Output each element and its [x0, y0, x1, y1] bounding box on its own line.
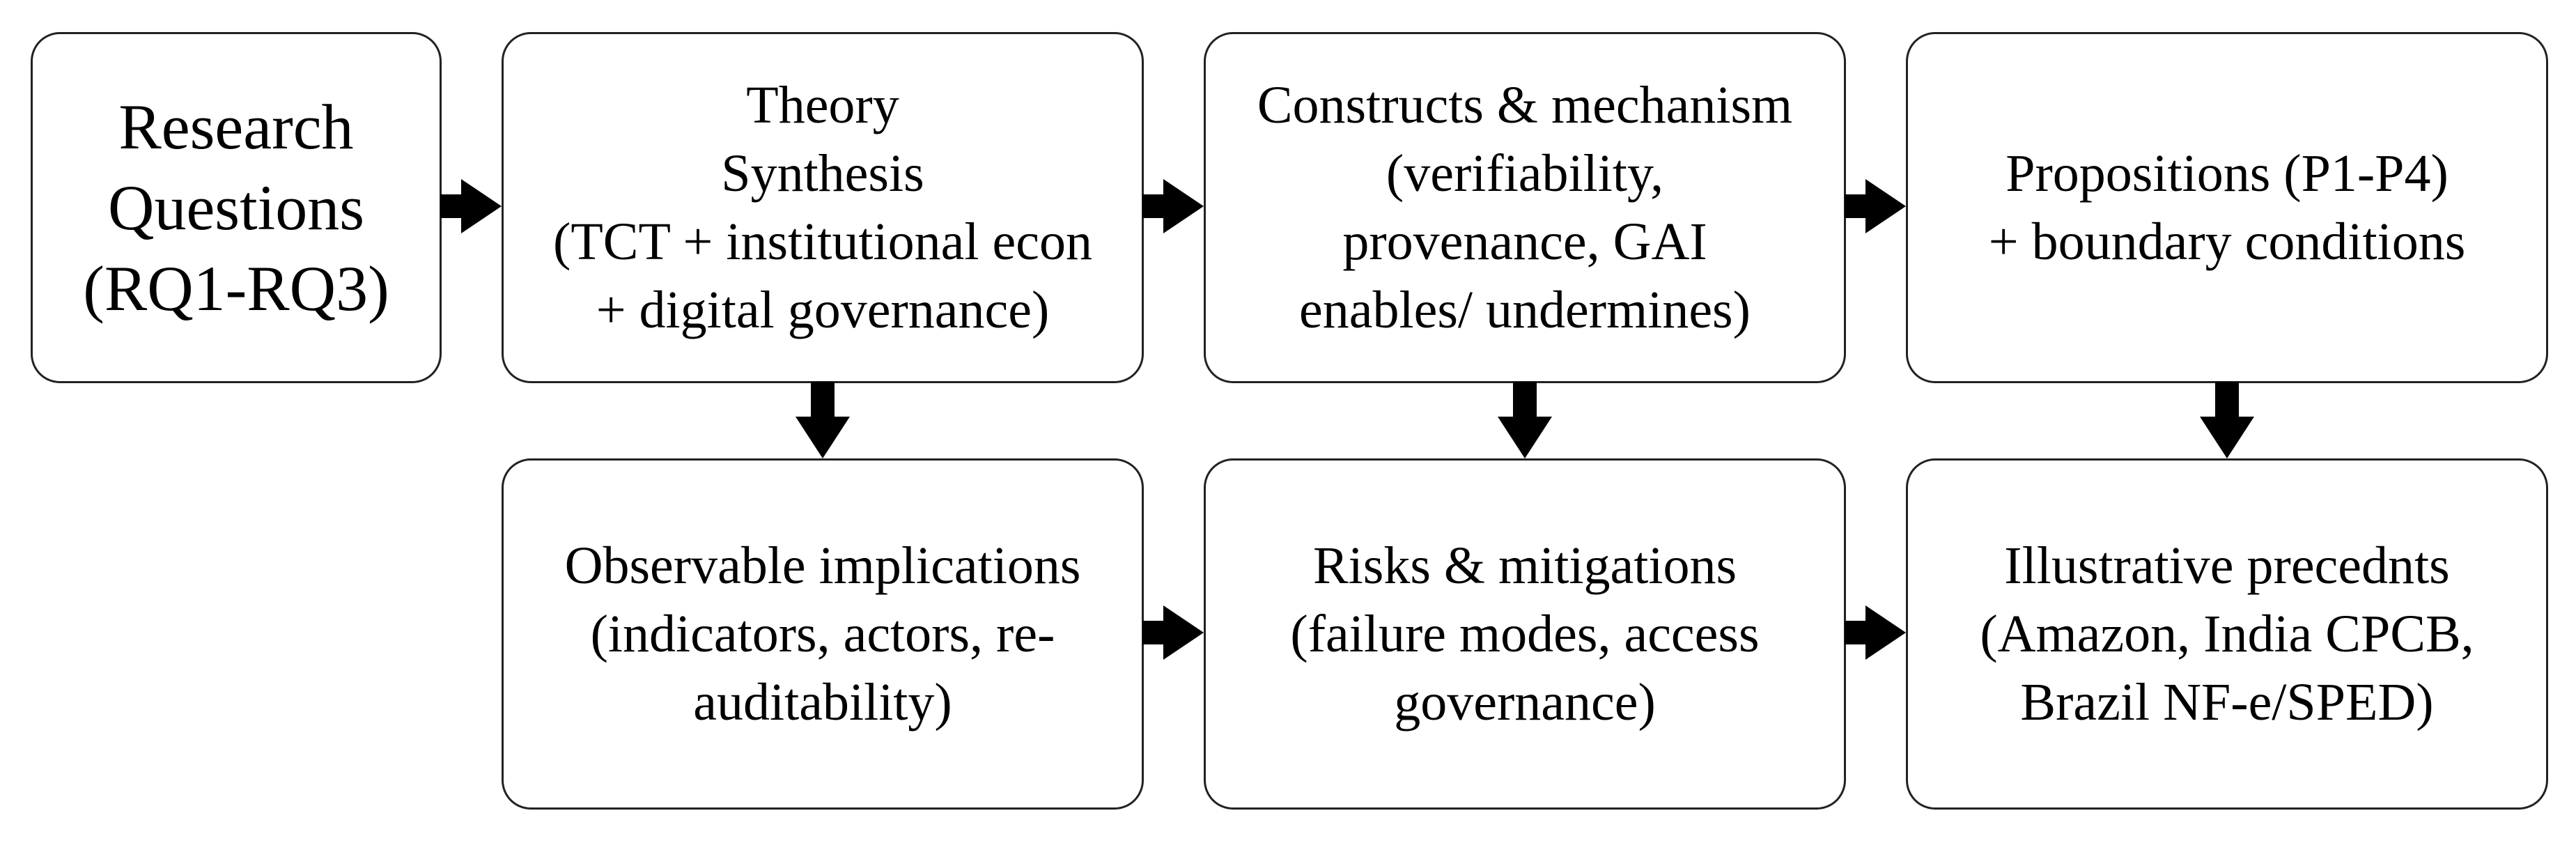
constructs-mechanism-box: Constructs & mechanism (verifiability, p… [1204, 32, 1846, 383]
arrow-rm-to-ip [1845, 605, 1906, 660]
box-line: + digital governance) [596, 281, 1050, 339]
box-line: Risks & mitigations [1312, 536, 1737, 595]
box-line: (RQ1-RQ3) [83, 253, 389, 324]
research-questions-box: Research Questions (RQ1-RQ3) [31, 32, 442, 383]
box-line: Brazil NF-e/SPED) [2020, 673, 2434, 732]
arrow-pr-to-ip [2200, 382, 2254, 458]
box-line: (Amazon, India CPCB, [1980, 605, 2474, 663]
arrow-ts-to-oi [796, 382, 850, 458]
box-line: (TCT + institutional econ [553, 212, 1092, 271]
box-line: (indicators, actors, re- [590, 605, 1055, 663]
box-line: Questions [108, 172, 364, 243]
theory-synthesis-box: Theory Synthesis (TCT + institutional ec… [502, 32, 1144, 383]
box-line: Illustrative precednts [2004, 536, 2450, 595]
illustrative-precedents-box: Illustrative precednts (Amazon, India CP… [1906, 458, 2548, 810]
arrow-cm-to-pr [1845, 179, 1906, 233]
box-line: Observable implications [564, 536, 1081, 595]
box-line: provenance, GAI [1342, 212, 1707, 271]
box-line: Synthesis [721, 144, 924, 203]
box-line: Propositions (P1-P4) [2005, 144, 2449, 203]
observable-implications-box: Observable implications (indicators, act… [502, 458, 1144, 810]
arrow-ts-to-cm [1142, 179, 1204, 233]
arrow-cm-to-rm [1498, 382, 1552, 458]
box-line: Research [118, 91, 354, 162]
box-line: (verifiability, [1386, 144, 1664, 203]
box-line: (failure modes, access [1290, 605, 1760, 663]
propositions-box: Propositions (P1-P4) + boundary conditio… [1906, 32, 2548, 383]
box-line: auditability) [693, 673, 952, 732]
box-line: Constructs & mechanism [1257, 76, 1793, 134]
box-line: Theory [746, 76, 899, 134]
arrow-oi-to-rm [1142, 605, 1204, 660]
risks-mitigations-box: Risks & mitigations (failure modes, acce… [1204, 458, 1846, 810]
arrow-rq-to-ts [440, 179, 502, 233]
box-line: + boundary conditions [1988, 212, 2466, 271]
box-line: governance) [1394, 673, 1656, 732]
box-line: enables/ undermines) [1299, 281, 1751, 339]
